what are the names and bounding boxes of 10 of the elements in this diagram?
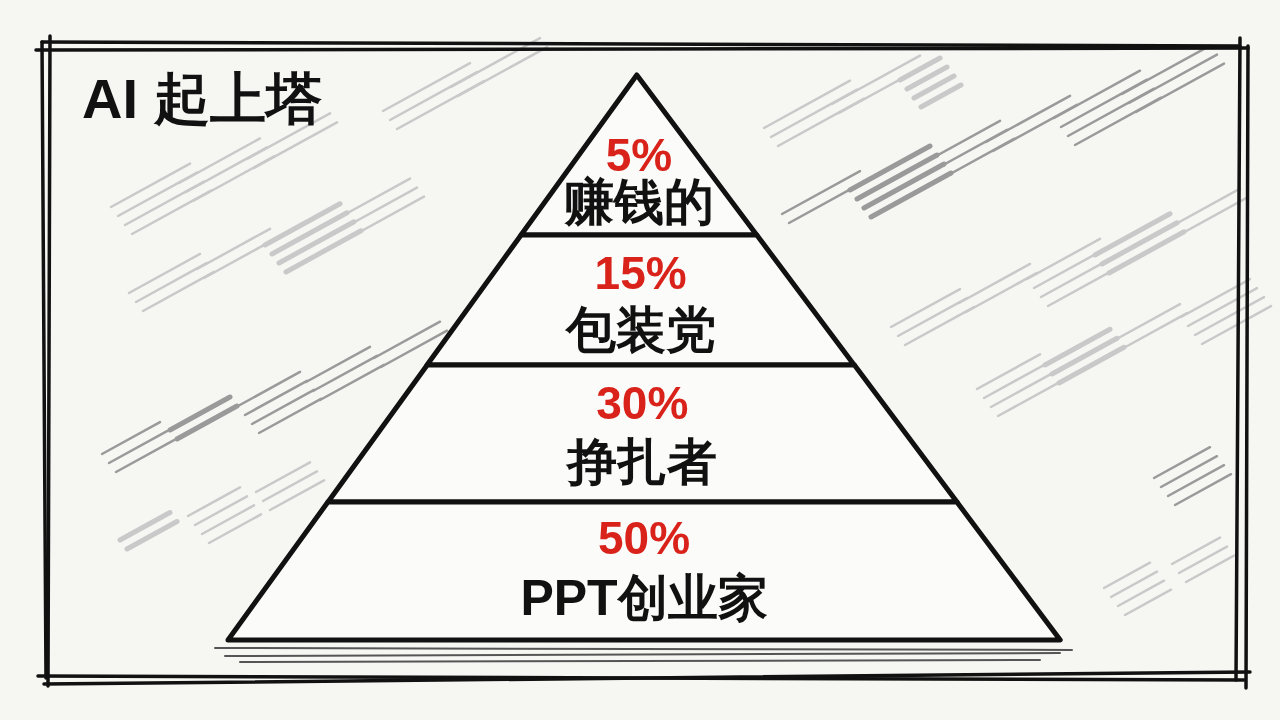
pyramid-tier	[224, 499, 1064, 643]
tier-label: PPT创业家	[520, 573, 768, 623]
title: AI 起上塔	[82, 68, 322, 130]
percentage-text: 5%	[605, 132, 673, 178]
percentage-text: 30%	[596, 380, 689, 426]
percentage-text: 50%	[598, 515, 691, 561]
tier-label: 赚钱的	[564, 177, 714, 227]
tier-label: 挣扎者	[567, 437, 718, 487]
percentage-text: 15%	[594, 250, 687, 296]
tier-label: 包装党	[565, 305, 716, 355]
